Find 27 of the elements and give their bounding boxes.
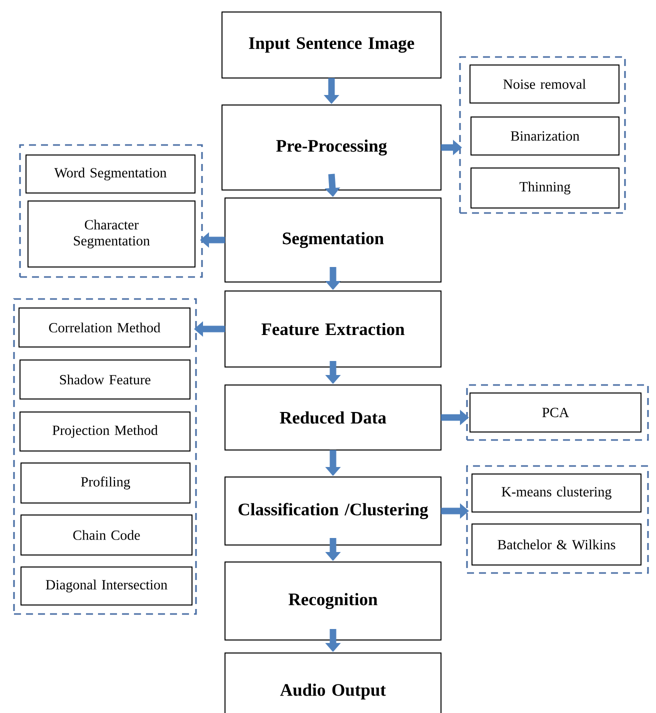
method-box: Character Segmentation: [28, 200, 196, 268]
method-box: PCA: [470, 392, 642, 432]
dashed-group-box: [13, 298, 197, 615]
process-box: Feature Extraction: [224, 290, 442, 368]
dashed-group-box: [466, 465, 649, 574]
process-box: Recognition: [224, 562, 442, 640]
method-box: Projection Method: [20, 412, 190, 452]
method-box: Noise removal: [470, 64, 620, 104]
method-box: K-means clustering: [472, 474, 642, 512]
method-box: Profiling: [20, 462, 190, 504]
process-box: Audio Output: [224, 652, 442, 713]
dashed-group-box: [466, 384, 649, 441]
method-box: Word Segmentation: [26, 154, 196, 194]
method-box: Diagonal Intersection: [20, 566, 192, 606]
method-box: Chain Code: [20, 514, 192, 556]
method-box: Correlation Method: [18, 308, 190, 348]
dashed-group-box: [459, 56, 626, 214]
dashed-group-box: [19, 144, 203, 278]
method-box: Batchelor & Wilkins: [472, 524, 642, 566]
process-box: Segmentation: [224, 198, 442, 282]
method-box: Shadow Feature: [20, 360, 190, 400]
process-box: Pre-Processing: [222, 104, 442, 190]
method-box: Thinning: [470, 168, 620, 208]
process-box: Reduced Data: [224, 384, 442, 450]
process-box: Classification /Clustering: [224, 476, 442, 546]
method-box: Binarization: [470, 116, 620, 156]
process-box: Input Sentence Image: [222, 12, 442, 78]
